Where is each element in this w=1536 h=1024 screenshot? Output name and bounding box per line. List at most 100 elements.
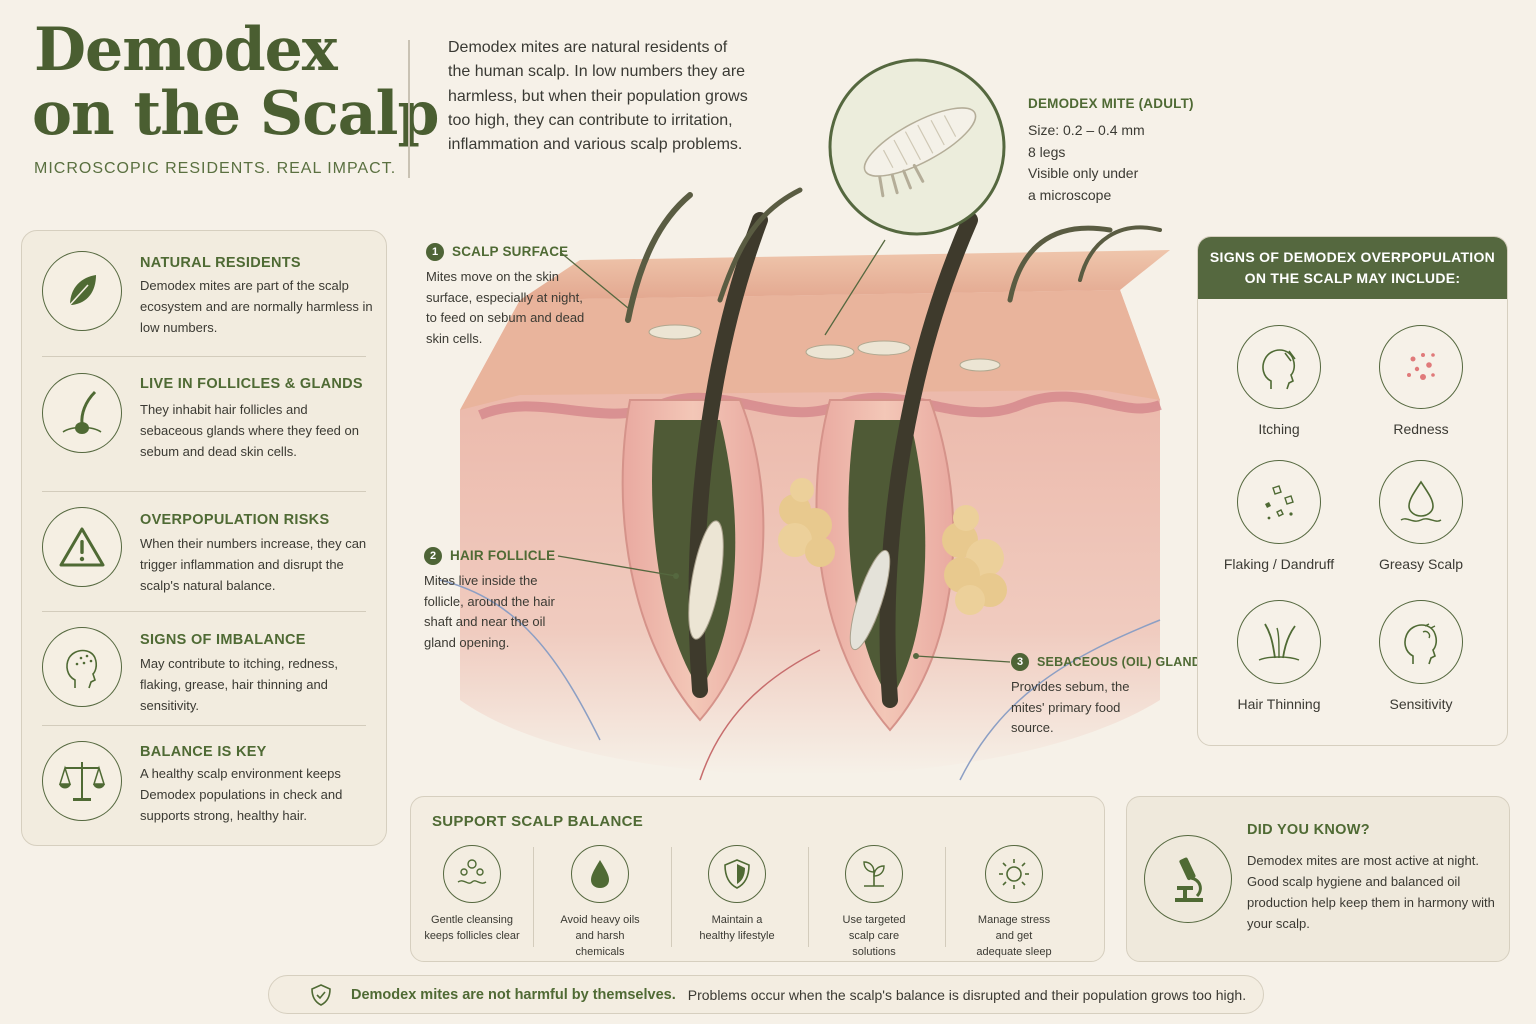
signs-header-line: ON THE SCALP MAY INCLUDE:	[1244, 270, 1461, 286]
divider	[671, 847, 672, 947]
flakes-icon	[1237, 460, 1321, 544]
sign-hair-thinning: Hair Thinning	[1204, 600, 1354, 712]
sign-greasy: Greasy Scalp	[1346, 460, 1496, 572]
page-title-line1: Demodex	[34, 15, 338, 85]
footer-text: Problems occur when the scalp's balance …	[687, 986, 1247, 1003]
fact-title: OVERPOPULATION RISKS	[140, 512, 330, 528]
did-you-know-panel: DID YOU KNOW? Demodex mites are most act…	[1126, 796, 1510, 962]
mite-fact: a microscope	[1028, 186, 1112, 203]
fact-overpopulation: OVERPOPULATION RISKS When their numbers …	[22, 507, 388, 617]
mite	[648, 324, 702, 340]
mite-body	[863, 107, 977, 177]
intro-text: Demodex mites are natural residents of t…	[448, 39, 748, 154]
fact-title: LIVE IN FOLLICLES & GLANDS	[140, 376, 363, 392]
sensitive-head-icon	[1379, 600, 1463, 684]
scalp-cross-section-illustration	[439, 187, 1170, 781]
head-irritation-icon	[42, 627, 122, 707]
signs-header: SIGNS OF DEMODEX OVERPOPULATION ON THE S…	[1198, 237, 1507, 299]
callout-title: HAIR FOLLICLE	[450, 548, 556, 563]
footer-banner: Demodex mites are not harmful by themsel…	[268, 975, 1264, 1014]
sign-label: Hair Thinning	[1237, 696, 1321, 712]
divider	[42, 611, 366, 612]
mite	[805, 344, 855, 360]
drop-icon	[571, 845, 629, 903]
callout-text: Mites move on the skin surface, especial…	[426, 269, 585, 346]
magnified-mite-inset	[828, 58, 1006, 236]
sun-icon	[985, 845, 1043, 903]
redness-dots-icon	[1379, 325, 1463, 409]
sebaceous-gland	[778, 478, 835, 567]
thinning-hair-icon	[1237, 600, 1321, 684]
callout-scalp-surface: 1 SCALP SURFACE Mites move on the skin su…	[426, 243, 626, 349]
sign-label: Sensitivity	[1389, 696, 1453, 712]
page-subtitle: MICROSCOPIC RESIDENTS. REAL IMPACT.	[34, 160, 397, 177]
sign-label: Itching	[1258, 421, 1300, 437]
scalp-surface	[520, 250, 1170, 300]
fact-balance-key: BALANCE IS KEY A healthy scalp environme…	[22, 741, 388, 841]
mite-fact: 8 legs	[1028, 143, 1066, 160]
fact-title: BALANCE IS KEY	[140, 744, 267, 760]
sign-sensitivity: Sensitivity	[1346, 600, 1496, 712]
leaf-icon	[42, 251, 122, 331]
callout-number: 2	[424, 547, 442, 565]
warning-icon	[42, 507, 122, 587]
footer-headline: Demodex mites are not harmful by themsel…	[351, 986, 676, 1003]
fact-text: When their numbers increase, they can tr…	[140, 536, 367, 593]
cleansing-bubbles-icon	[443, 845, 501, 903]
callout-text: Provides sebum, the mites' primary food …	[1011, 679, 1130, 735]
mite	[959, 358, 1001, 372]
divider	[808, 847, 809, 947]
hair-shaft	[879, 212, 978, 708]
mite-label-title: DEMODEX MITE (ADULT)	[1028, 96, 1194, 111]
divider	[42, 356, 366, 357]
mite	[688, 520, 724, 640]
mite	[857, 340, 911, 356]
itching-head-icon	[1237, 325, 1321, 409]
sign-label: Flaking / Dandruff	[1223, 556, 1335, 572]
callout-number: 3	[1011, 653, 1029, 671]
signs-header-line: SIGNS OF DEMODEX OVERPOPULATION	[1209, 249, 1496, 265]
callout-title: SEBACEOUS (OIL) GLAND	[1037, 655, 1201, 669]
fact-title: SIGNS OF IMBALANCE	[140, 632, 306, 648]
sign-label: Redness	[1393, 421, 1449, 437]
plant-icon	[845, 845, 903, 903]
fact-text: May contribute to itching, redness, flak…	[140, 656, 338, 713]
fact-text: Demodex mites are part of the scalp ecos…	[140, 278, 373, 335]
callout-title: SCALP SURFACE	[452, 244, 569, 259]
callout-number: 1	[426, 243, 444, 261]
sebaceous-gland	[942, 505, 1007, 615]
microscope-icon	[1144, 835, 1232, 923]
support-title: SUPPORT SCALP BALANCE	[432, 813, 644, 830]
mite-fact: Size: 0.2 – 0.4 mm	[1028, 122, 1145, 138]
callout-text: Mites live inside the follicle, around t…	[424, 573, 555, 650]
divider	[42, 725, 366, 726]
hair-follicle-icon	[42, 373, 122, 453]
divider	[945, 847, 946, 947]
page-title-line2: on the Scalp	[32, 79, 439, 149]
sign-label: Greasy Scalp	[1378, 556, 1464, 572]
did-you-know-text: Demodex mites are most active at night. …	[1247, 853, 1495, 931]
sign-redness: Redness	[1346, 325, 1496, 437]
callout-hair-follicle: 2 HAIR FOLLICLE Mites live inside the fol…	[424, 547, 624, 653]
sign-flaking: Flaking / Dandruff	[1204, 460, 1354, 572]
mite-fact: Visible only under	[1028, 165, 1139, 181]
title-divider	[408, 40, 410, 178]
mite	[849, 549, 891, 651]
shield-check-icon	[311, 983, 331, 1006]
did-you-know-title: DID YOU KNOW?	[1247, 822, 1370, 838]
fact-natural-residents: NATURAL RESIDENTS Demodex mites are part…	[22, 249, 388, 359]
divider	[533, 847, 534, 947]
sign-itching: Itching	[1204, 325, 1354, 437]
signs-panel: SIGNS OF DEMODEX OVERPOPULATION ON THE S…	[1197, 236, 1508, 746]
shield-icon	[708, 845, 766, 903]
